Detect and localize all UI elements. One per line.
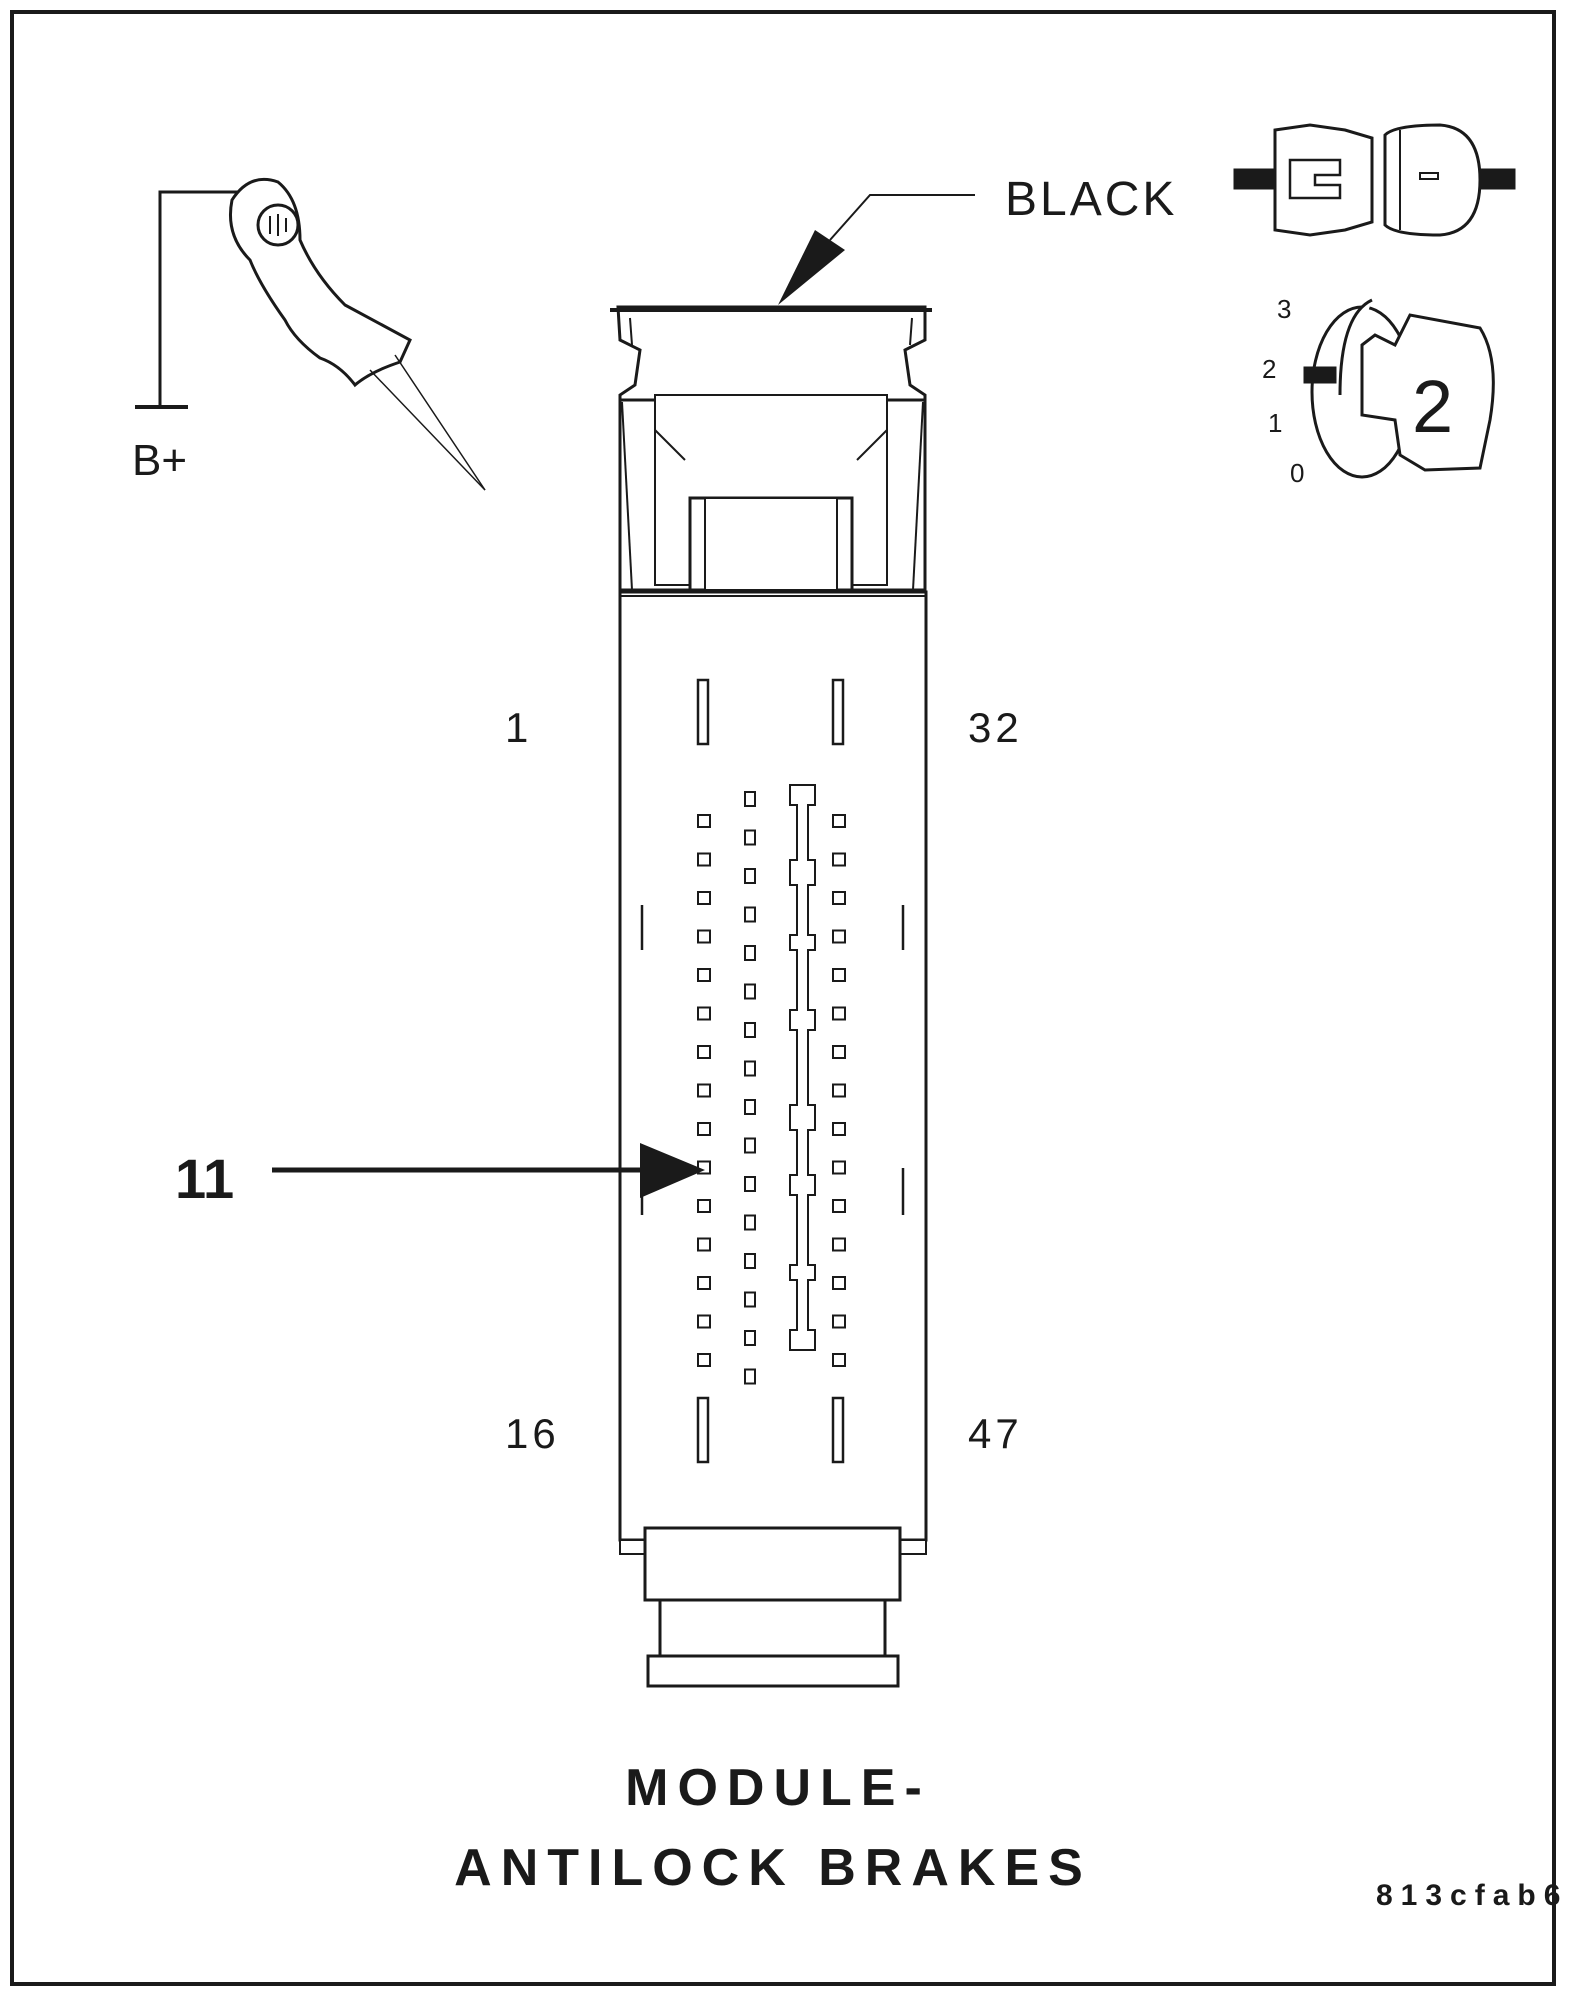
pin-cavity [832, 1314, 846, 1329]
pin-cavity [832, 1045, 846, 1059]
ground-label: B+ [132, 436, 187, 485]
ignition-position-2: 2 [1262, 354, 1276, 384]
pin-column-left [697, 814, 711, 1367]
pin-label-32: 32 [968, 704, 1023, 751]
ignition-key-label: 2 [1412, 365, 1453, 448]
pin-cavity [744, 1253, 756, 1269]
pin-cavity [744, 906, 756, 923]
pin-cavity [832, 1199, 846, 1213]
pin-cavity [697, 968, 711, 982]
pin-cavity [697, 1006, 711, 1021]
center-rail [789, 784, 816, 1351]
pin-cavity [832, 1083, 846, 1098]
pin-cavity [697, 1122, 711, 1136]
pin-cavity [744, 868, 756, 884]
keying-slots [640, 678, 905, 1464]
callout-pin-number: 11 [175, 1147, 234, 1210]
pin-cavity [744, 1368, 756, 1385]
caption-line-1: MODULE- [625, 1759, 931, 1817]
connector-halves-icon [1233, 123, 1516, 237]
pin-label-16: 16 [505, 1410, 560, 1457]
pin-cavity [744, 1022, 756, 1038]
connector-color-label: BLACK [1005, 173, 1177, 226]
pin-cavity [832, 852, 846, 867]
pin-cavity [744, 1176, 756, 1192]
pin-cavity [697, 852, 711, 867]
pin-cavity [697, 1199, 711, 1213]
pin-cavity [697, 1083, 711, 1098]
ignition-position-0: 0 [1290, 458, 1304, 488]
connector-body [618, 590, 928, 1542]
pin-cavity [832, 1006, 846, 1021]
pin-cavity [697, 1314, 711, 1329]
pin-cavity [832, 1353, 846, 1367]
pin-cavity [744, 791, 756, 807]
pin-cavity [697, 814, 711, 828]
pin-cavity [697, 891, 711, 905]
pin-cavity [744, 1214, 756, 1231]
pin-cavity [832, 1122, 846, 1136]
pin-cavity [744, 983, 756, 1000]
caption-line-2: ANTILOCK BRAKES [454, 1839, 1092, 1897]
pin-cavity [832, 929, 846, 944]
pin-column-middle [744, 791, 756, 1385]
pin-cavity [744, 1099, 756, 1115]
pin-cavity [832, 1237, 846, 1252]
connector-latch [610, 305, 932, 592]
connector-nose [619, 1526, 927, 1688]
ignition-positions: 3 2 1 0 [1262, 294, 1304, 488]
pin-callout-arrow [272, 1143, 705, 1198]
pin-cavity [744, 1291, 756, 1308]
pin-cavity [832, 1160, 846, 1175]
ignition-position-1: 1 [1268, 408, 1282, 438]
pin-cavity [832, 968, 846, 982]
ignition-key-icon [1303, 298, 1495, 479]
pin-cavity [744, 1330, 756, 1346]
pin-cavity [832, 1276, 846, 1290]
pin-cavity [744, 945, 756, 961]
pin-cavity [697, 929, 711, 944]
pin-cavity [697, 1237, 711, 1252]
ignition-position-3: 3 [1277, 294, 1291, 324]
connector-color-pointer [778, 194, 975, 305]
pin-column-right [832, 814, 846, 1367]
test-probe-icon [135, 177, 486, 491]
pin-cavity [744, 1137, 756, 1154]
pin-cavity [697, 1045, 711, 1059]
pin-label-47: 47 [968, 1410, 1023, 1457]
pin-cavity [744, 1060, 756, 1077]
pin-cavity [697, 1276, 711, 1290]
pin-cavity [832, 814, 846, 828]
figure-id: 813cfab6 [1376, 1879, 1568, 1912]
pin-cavity [697, 1353, 711, 1367]
pin-label-1: 1 [505, 704, 528, 751]
pin-cavity [744, 829, 756, 846]
pin-cavity [832, 891, 846, 905]
